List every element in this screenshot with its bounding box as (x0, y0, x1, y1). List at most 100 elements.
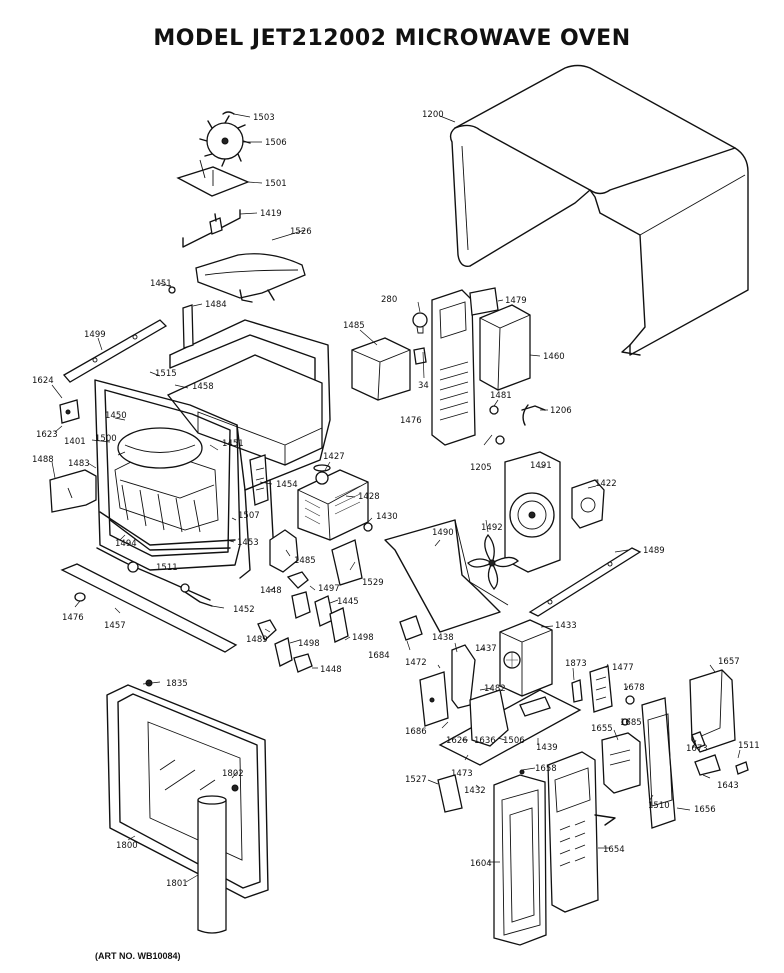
part-label: 1527 (405, 775, 427, 785)
part-label: 1492 (481, 523, 503, 533)
part-label: 1685 (620, 718, 642, 728)
stirrer-assembly (168, 111, 306, 303)
part-label: 1656 (694, 805, 716, 815)
part-label: 1515 (155, 369, 177, 379)
part-label: 1488 (32, 455, 54, 465)
part-label: 1457 (104, 621, 126, 631)
part-label: 1657 (718, 657, 740, 667)
part-label: 1476 (62, 613, 84, 623)
part-label: 1483 (68, 459, 90, 469)
part-label: 1678 (623, 683, 645, 693)
part-label: 1477 (612, 663, 634, 673)
part-label: 1422 (595, 479, 617, 489)
part-label: 1460 (543, 352, 565, 362)
part-label: 1489 (246, 635, 268, 645)
part-label: 1507 (238, 511, 260, 521)
part-label: 1626 (446, 736, 468, 746)
part-label: 1439 (536, 743, 558, 753)
part-label: 1623 (36, 430, 58, 440)
part-label: 1438 (432, 633, 454, 643)
part-label: 1401 (64, 437, 86, 447)
part-label: 1451 (222, 439, 244, 449)
part-label: 1485 (294, 556, 316, 566)
part-label: 1491 (530, 461, 552, 471)
part-label: 1654 (603, 845, 625, 855)
part-label: 1494 (115, 539, 137, 549)
part-label: 1479 (505, 296, 527, 306)
part-label: 1205 (470, 463, 492, 473)
oven-cavity (94, 304, 331, 579)
part-label: 1453 (237, 538, 259, 548)
base-tray (384, 519, 509, 633)
rear-center-parts (351, 287, 546, 446)
part-label: 1500 (95, 434, 117, 444)
part-label: 1454 (276, 480, 298, 490)
part-label: 1604 (470, 859, 492, 869)
part-label: 1450 (105, 411, 127, 421)
part-label: 1481 (490, 391, 512, 401)
part-label: 280 (381, 295, 397, 305)
part-label: 1624 (32, 376, 54, 386)
part-label: 1485 (343, 321, 365, 331)
part-label: 1835 (166, 679, 188, 689)
part-label: 1490 (432, 528, 454, 538)
part-label: 1206 (550, 406, 572, 416)
part-label: 1437 (475, 644, 497, 654)
part-label: 1445 (337, 597, 359, 607)
part-label: 1497 (318, 584, 340, 594)
part-label: 1655 (591, 724, 613, 734)
part-label: 1658 (535, 764, 557, 774)
part-label: 1451 (150, 279, 172, 289)
part-label: 1473 (451, 769, 473, 779)
part-label: 1448 (320, 665, 342, 675)
control-parts (571, 665, 749, 829)
part-label: 1452 (233, 605, 255, 615)
part-label: 1800 (116, 841, 138, 851)
transformer (399, 615, 553, 727)
part-label: 1489 (643, 546, 665, 556)
leader-lines (51, 113, 741, 883)
part-label: 1510 (648, 801, 670, 811)
part-label: 1526 (290, 227, 312, 237)
part-label: 1684 (368, 651, 390, 661)
part-label: 1428 (358, 492, 380, 502)
part-label: 1636 (474, 736, 496, 746)
part-label: 1458 (192, 382, 214, 392)
switch-parts (257, 529, 349, 673)
part-label: 1643 (717, 781, 739, 791)
part-label: 1673 (686, 744, 708, 754)
part-label: 1802 (222, 769, 244, 779)
door-assembly (106, 679, 616, 946)
part-label: 1200 (422, 110, 444, 120)
part-label: 1511 (156, 563, 178, 573)
part-label: 1430 (376, 512, 398, 522)
fan-assembly (467, 451, 642, 617)
art-number: (ART NO. WB10084) (95, 951, 181, 961)
part-label: 1506 (265, 138, 287, 148)
part-label: 1499 (84, 330, 106, 340)
part-label: 34 (418, 381, 429, 391)
part-label: 1503 (253, 113, 275, 123)
part-label: 1448 (260, 586, 282, 596)
part-label: 1498 (352, 633, 374, 643)
part-label: 1529 (362, 578, 384, 588)
part-number-labels: 1503 1506 1501 1419 1526 1451 1484 1200 … (32, 110, 760, 889)
outer-cabinet (449, 64, 749, 356)
part-label: 1506 (503, 736, 525, 746)
part-label: 1419 (260, 209, 282, 219)
diagram-title: MODEL JET212002 MICROWAVE OVEN (153, 26, 631, 51)
part-label: 1472 (405, 658, 427, 668)
part-label: 1484 (205, 300, 227, 310)
magnetron (297, 464, 373, 586)
part-label: 1433 (555, 621, 577, 631)
part-label: 1686 (405, 727, 427, 737)
part-label: 1511 (738, 741, 760, 751)
part-label: 1482 (484, 684, 506, 694)
part-label: 1801 (166, 879, 188, 889)
part-label: 1498 (298, 639, 320, 649)
part-label: 1432 (464, 786, 486, 796)
part-label: 1476 (400, 416, 422, 426)
door-linkage (60, 547, 238, 653)
part-label: 1873 (565, 659, 587, 669)
